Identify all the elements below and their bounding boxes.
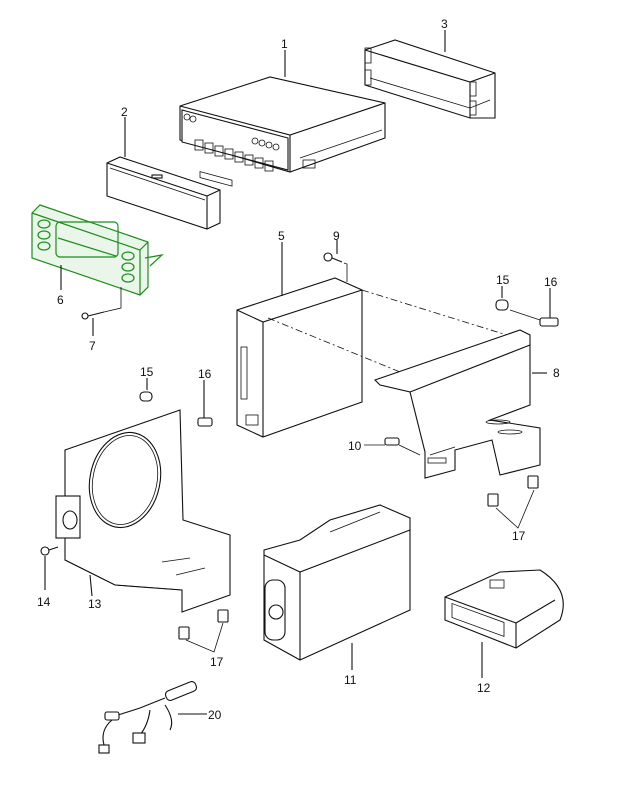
part-15-spacer-left[interactable] — [139, 378, 153, 402]
part-8-bracket[interactable] — [373, 329, 547, 479]
part-12-cd-magazine[interactable] — [444, 569, 564, 678]
callout-17-right: 17 — [512, 529, 526, 543]
part-5-amplifier[interactable] — [236, 242, 363, 438]
part-15-spacer-upper[interactable] — [495, 286, 509, 311]
callout-20: 20 — [208, 708, 222, 722]
part-9-screw[interactable] — [323, 240, 348, 282]
callout-5: 5 — [278, 229, 285, 243]
callout-13: 13 — [88, 597, 102, 611]
callout-8: 8 — [553, 366, 560, 380]
callout-7: 7 — [89, 339, 96, 353]
part-16-bolt-upper[interactable] — [509, 288, 559, 327]
part-3-mounting-frame[interactable] — [364, 30, 496, 119]
callout-15-left: 15 — [140, 365, 154, 379]
callout-15-upper: 15 — [496, 273, 510, 287]
callout-16-left: 16 — [198, 367, 212, 381]
callout-1: 1 — [281, 37, 288, 51]
part-11-cd-changer[interactable] — [263, 504, 411, 670]
callout-2: 2 — [121, 105, 128, 119]
callout-10: 10 — [348, 439, 362, 453]
part-6-control-panel[interactable] — [31, 204, 164, 296]
callout-17-left: 17 — [210, 655, 224, 669]
part-1-radio-unit[interactable] — [179, 50, 386, 187]
callout-9: 9 — [333, 229, 340, 243]
callout-6: 6 — [57, 293, 64, 307]
part-16-bolt-left[interactable] — [197, 380, 213, 427]
callout-3: 3 — [441, 17, 448, 31]
part-10-clip[interactable] — [364, 437, 421, 456]
assembly-line — [361, 289, 511, 337]
part-20-wiring-harness[interactable] — [98, 680, 207, 754]
part-14-screw[interactable] — [40, 546, 59, 590]
part-13-speaker-bracket[interactable] — [55, 409, 231, 613]
assembly-line — [267, 317, 401, 373]
callout-14: 14 — [37, 595, 51, 609]
callout-11: 11 — [344, 673, 357, 687]
part-7-screw[interactable] — [81, 287, 122, 336]
part-17-clips-left[interactable] — [178, 609, 229, 653]
part-2-face-cover[interactable] — [106, 117, 221, 230]
part-17-clips-right[interactable] — [487, 475, 539, 529]
callout-16-upper: 16 — [544, 275, 558, 289]
callout-12: 12 — [477, 681, 491, 695]
